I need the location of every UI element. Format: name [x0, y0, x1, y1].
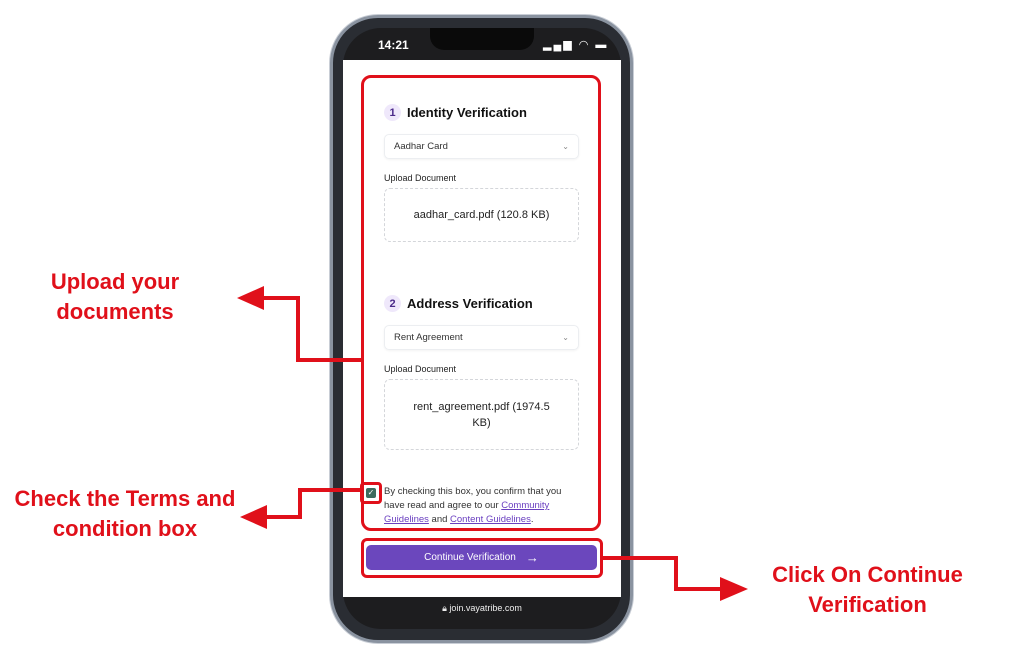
identity-doc-select[interactable]: Aadhar Card ⌄: [384, 134, 579, 159]
identity-doc-value: Aadhar Card: [394, 141, 448, 152]
arrow-head-icon: [237, 286, 264, 310]
annotation-upload: Upload your documents: [50, 269, 180, 324]
arrow-head-icon: [720, 577, 748, 601]
url-bar: 🔒︎ join.vayatribe.com: [343, 597, 621, 619]
notch: [430, 28, 534, 50]
highlight-continue: [361, 538, 603, 578]
address-doc-value: Rent Agreement: [394, 332, 463, 343]
highlight-documents: [361, 75, 601, 531]
chevron-down-icon: ⌄: [562, 333, 569, 342]
upload-arrow-line: [262, 296, 361, 362]
community-guidelines-link[interactable]: Community Guidelines: [384, 500, 550, 525]
chevron-down-icon: ⌄: [562, 142, 569, 151]
terms-checkbox[interactable]: ✓: [366, 488, 376, 498]
annotation-continue: Click On Continue Verification: [772, 562, 963, 617]
status-time: 14:21: [378, 38, 409, 52]
upload-label: Upload Document: [384, 364, 457, 374]
address-title: Address Verification: [407, 296, 533, 311]
arrow-right-icon: →: [525, 550, 539, 565]
continue-arrow-line: [603, 556, 722, 591]
address-upload-area[interactable]: rent_agreement.pdf (1974.5 KB): [384, 379, 579, 450]
step-number: 2: [384, 295, 401, 312]
url-text: join.vayatribe.com: [449, 603, 522, 613]
identity-upload-area[interactable]: aadhar_card.pdf (120.8 KB): [384, 188, 579, 242]
content-guidelines-link[interactable]: Content Guidelines: [450, 514, 531, 525]
address-file: rent_agreement.pdf (1974.5 KB): [413, 400, 550, 429]
identity-file: aadhar_card.pdf (120.8 KB): [413, 209, 550, 221]
signal-wifi-battery-icon: ▂▄▆ ◠ ▬: [543, 39, 609, 51]
step-number: 1: [384, 104, 401, 121]
continue-label: Continue Verification: [424, 552, 516, 563]
lock-icon: 🔒︎: [442, 603, 447, 613]
terms-arrow-line: [265, 488, 360, 519]
continue-verification-button[interactable]: Continue Verification →: [366, 545, 597, 570]
upload-label: Upload Document: [384, 173, 457, 183]
identity-heading: 1 Identity Verification: [384, 104, 527, 121]
annotation-terms: Check the Terms and condition box: [14, 486, 236, 541]
highlight-checkbox: [360, 482, 382, 504]
arrow-head-icon: [240, 505, 267, 529]
identity-title: Identity Verification: [407, 105, 527, 120]
address-heading: 2 Address Verification: [384, 295, 533, 312]
terms-text: By checking this box, you confirm that y…: [384, 486, 562, 525]
address-doc-select[interactable]: Rent Agreement ⌄: [384, 325, 579, 350]
